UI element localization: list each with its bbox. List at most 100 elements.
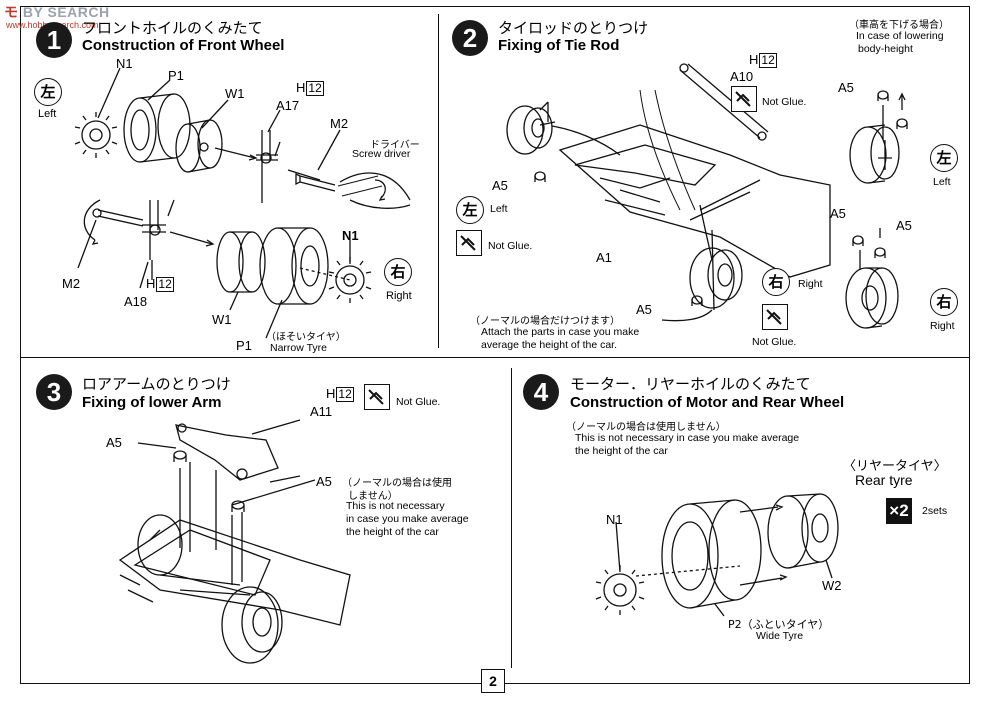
part-a11: A11 [310, 404, 333, 419]
left-badge-3: 左 [930, 144, 958, 172]
tie-rod-a10-icon [679, 63, 769, 141]
step-3-note-en-3: the height of the car [346, 526, 439, 538]
screwdriver-en: Screw driver [352, 148, 411, 160]
left-badge: 左 [34, 78, 62, 106]
screwdriver-jp: ドライバー [370, 140, 420, 151]
part-a5b: A5 [636, 302, 652, 317]
horizontal-divider [20, 357, 970, 358]
gear-n1-icon [74, 112, 118, 158]
tyre-p2-icon [661, 499, 762, 609]
part-a17: A17 [276, 98, 300, 113]
part-m2b: M2 [62, 276, 81, 291]
rear-tyre-jp: 〈リヤータイヤ〉 [843, 459, 947, 474]
two-sets-label: 2sets [922, 505, 948, 517]
watermark-logo: モ BY SEARCH [4, 4, 110, 20]
part-w1b: W1 [212, 312, 232, 327]
screwdriver-icon [339, 172, 411, 209]
step-1-title-jp: フロントホイルのくみたて [82, 19, 263, 37]
wheel-lower-left-icon [849, 124, 900, 184]
step-3-title-jp: ロアアームのとりつけ [82, 375, 231, 393]
times-two-badge: ×2 [886, 498, 912, 524]
normal-note-en-2: average the height of the car. [481, 339, 618, 351]
step-1-title-en: Construction of Front Wheel [82, 37, 285, 54]
vertical-divider-bottom [511, 368, 512, 668]
wheel-w1-icon [175, 119, 223, 173]
not-glue-label-2: Not Glue. [488, 240, 533, 252]
step-4-number: 4 [523, 374, 559, 410]
part-p1: P1 [168, 68, 184, 83]
wheel-left-2-icon [506, 101, 556, 155]
not-glue-icon-2 [456, 230, 482, 256]
step-3-note-jp-1: （ノーマルの場合は使用 [342, 478, 452, 489]
p2-wide-tyre-jp: P2（ふといタイヤ） [728, 618, 830, 631]
part-a10: A10 [730, 69, 754, 84]
part-n1: N1 [116, 56, 133, 71]
left-label-2: Left [490, 203, 508, 215]
step-3-note-jp-2: しません） [348, 491, 398, 502]
wheel-right-2-icon [689, 247, 743, 309]
step-2-title-jp: タイロッドのとりつけ [498, 19, 649, 37]
not-glue-icon [731, 86, 757, 112]
left-label: Left [38, 108, 57, 120]
normal-note-en-1: Attach the parts in case you make [481, 326, 640, 338]
right-badge: 右 [384, 258, 412, 286]
wheel-lower-right-icon [845, 267, 899, 329]
part-a5e: A5 [896, 218, 912, 233]
right-label: Right [386, 290, 412, 302]
narrow-tyre-jp: （ほそいタイヤ） [266, 332, 346, 343]
part-a5c: A5 [838, 80, 854, 95]
step-4-note-en-1: This is not necessary in case you make a… [575, 432, 800, 444]
step-1-number: 1 [36, 22, 72, 58]
part-a5a: A5 [492, 178, 508, 193]
part-a18: A18 [124, 294, 148, 309]
part-n1-4: N1 [606, 512, 623, 527]
step-4-title-en: Construction of Motor and Rear Wheel [570, 394, 845, 411]
part-a5d: A5 [830, 206, 846, 221]
step-2-number: 2 [452, 20, 488, 56]
step-3-note-en-2: in case you make average [346, 513, 469, 525]
right-badge-3: 右 [930, 288, 958, 316]
part-p1b: P1 [236, 338, 252, 353]
part-m2: M2 [330, 116, 349, 131]
not-glue-label-1: Not Glue. [762, 96, 807, 108]
vertical-divider-top [438, 14, 439, 348]
left-badge-2: 左 [456, 196, 484, 224]
step-4-note-en-2: the height of the car [575, 445, 668, 457]
part-w1: W1 [225, 86, 245, 101]
right-badge-2: 右 [762, 268, 790, 296]
part-n1b: N1 [342, 228, 359, 243]
tyre-p1b-icon [259, 227, 329, 305]
part-a5-3a: A5 [106, 435, 122, 450]
step-3-note-en-1: This is not necessary [346, 500, 445, 512]
lowering-note-jp: （車高を下げる場合） [849, 20, 949, 31]
normal-note-jp: （ノーマルの場合だけつけます） [470, 316, 620, 327]
not-glue-icon-3 [762, 304, 788, 330]
chassis-bottom-icon [118, 514, 351, 664]
screw-m2b-icon [92, 208, 144, 227]
wheel-w2-icon [767, 493, 839, 569]
gear-n1-4-icon [595, 565, 645, 615]
page-number: 2 [481, 669, 505, 693]
narrow-tyre-en: Narrow Tyre [270, 342, 327, 354]
lowering-note-en-2: body-height [858, 43, 913, 55]
lower-arm-a11-icon [175, 423, 279, 481]
right-label-3: Right [930, 320, 955, 332]
rear-tyre-en: Rear tyre [855, 472, 913, 488]
not-glue-label-3: Not Glue. [752, 336, 797, 348]
right-label-2: Right [798, 278, 823, 290]
tyre-p1-icon [123, 93, 191, 163]
knuckle-a18-icon [142, 199, 175, 280]
left-label-3: Left [933, 176, 951, 188]
part-a1: A1 [596, 250, 612, 265]
not-glue-label-4: Not Glue. [396, 396, 441, 408]
step-2-title-en: Fixing of Tie Rod [498, 37, 620, 54]
knuckle-a17-icon [256, 130, 281, 203]
p2-wide-tyre-en: Wide Tyre [756, 630, 804, 642]
part-a5-3b: A5 [316, 474, 332, 489]
